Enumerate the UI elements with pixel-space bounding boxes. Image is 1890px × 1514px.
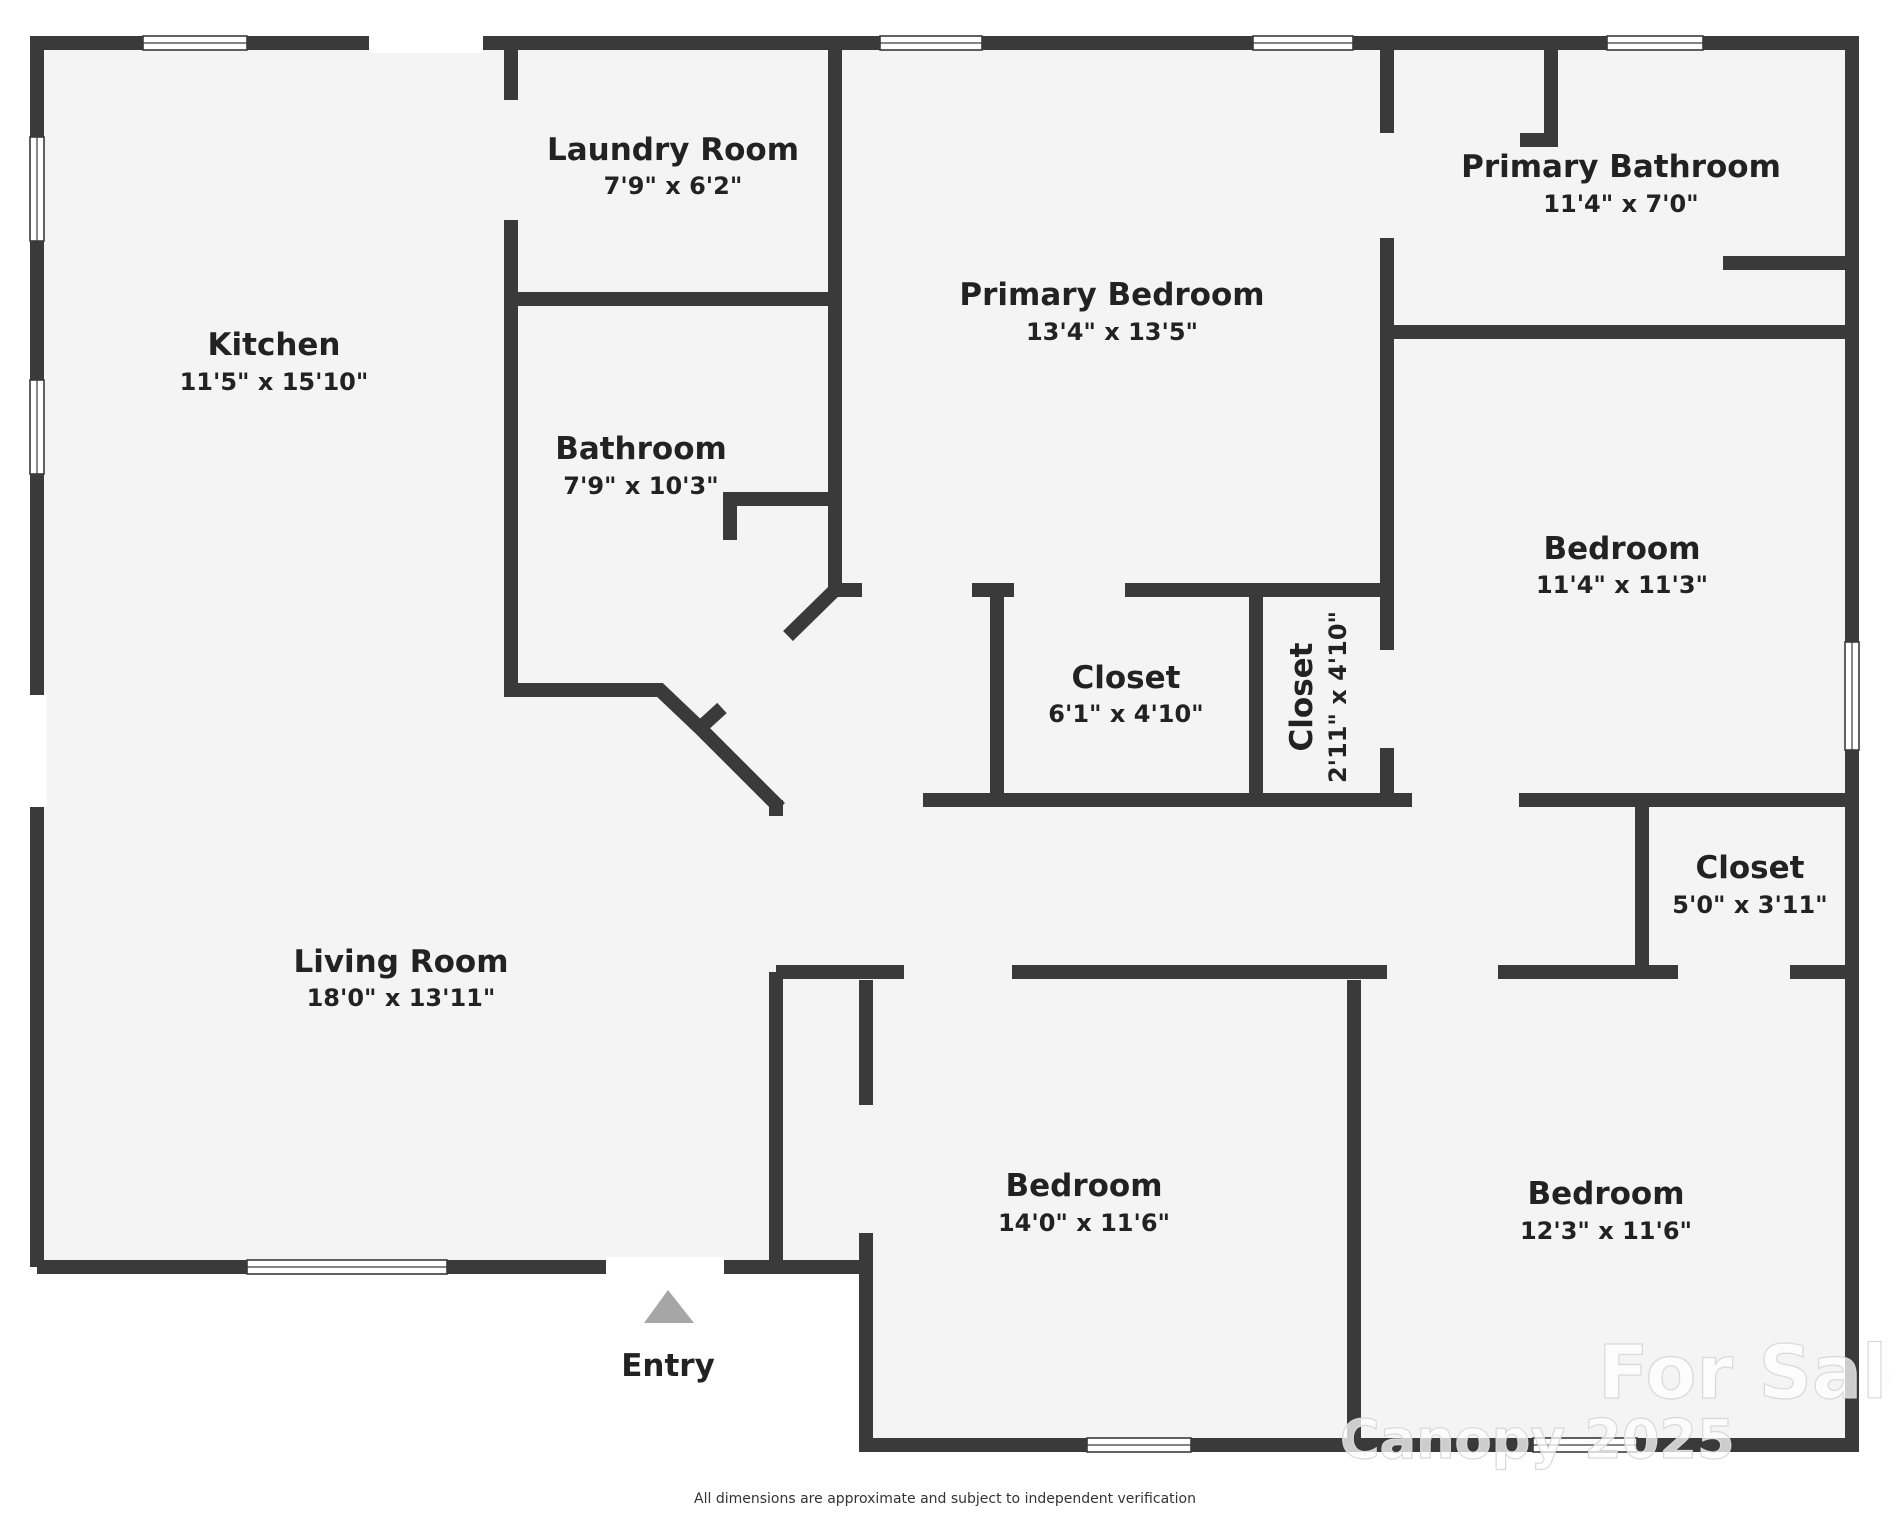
room-name: Living Room (293, 944, 508, 980)
watermark-line1: For Sale (1598, 1330, 1890, 1416)
wall-bath-door-stub (695, 702, 727, 734)
room-name: Closet (1072, 660, 1181, 696)
room-dimensions: 7'9" x 6'2" (604, 172, 743, 200)
room-name: Kitchen (207, 327, 340, 363)
room-dimensions: 2'11" x 4'10" (1324, 611, 1352, 783)
window (142, 35, 248, 51)
room-dimensions: 6'1" x 4'10" (1048, 700, 1203, 728)
window (1252, 35, 1354, 51)
window (29, 379, 45, 475)
room-laundry: Laundry Room 7'9" x 6'2" (547, 132, 799, 200)
room-dimensions: 18'0" x 13'11" (307, 984, 496, 1012)
room-bedroom-southeast: Bedroom 12'3" x 11'6" (1520, 1176, 1692, 1245)
disclaimer-text: All dimensions are approximate and subje… (694, 1491, 1196, 1507)
room-closet-east: Closet 5'0" x 3'11" (1672, 850, 1827, 919)
kitchen-top-opening (369, 33, 483, 53)
room-bedroom-south: Bedroom 14'0" x 11'6" (998, 1168, 1170, 1237)
room-bathroom: Bathroom 7'9" x 10'3" (555, 431, 727, 500)
window (879, 35, 983, 51)
room-primary-bedroom: Primary Bedroom 13'4" x 13'5" (959, 277, 1264, 346)
room-living-room: Living Room 18'0" x 13'11" (293, 944, 508, 1012)
room-closet-center: Closet 6'1" x 4'10" (1048, 660, 1203, 728)
room-primary-bathroom: Primary Bathroom 11'4" x 7'0" (1461, 149, 1781, 218)
room-name: Bathroom (555, 431, 727, 467)
window (29, 136, 45, 242)
wall-bath-vanity (723, 492, 835, 540)
windows (29, 35, 1860, 1453)
room-closet-narrow: Closet 2'11" x 4'10" (1284, 611, 1352, 783)
room-dimensions: 7'9" x 10'3" (563, 472, 718, 500)
wall-bath-door-angle (783, 584, 840, 642)
room-name: Laundry Room (547, 132, 799, 168)
kitchen-west-opening (27, 695, 47, 807)
window (1532, 1437, 1638, 1453)
room-name: Primary Bedroom (959, 277, 1264, 313)
floor-area (37, 43, 1852, 1445)
window (1844, 641, 1860, 751)
entry-arrow-icon (644, 1290, 694, 1323)
room-dimensions: 14'0" x 11'6" (998, 1209, 1170, 1237)
room-name: Bedroom (1543, 531, 1700, 567)
room-name: Closet (1696, 850, 1805, 886)
watermark-line2: Canopy 2025 (1340, 1408, 1735, 1471)
entry-door-opening (606, 1257, 724, 1277)
window (1086, 1437, 1192, 1453)
room-dimensions: 11'4" x 11'3" (1536, 571, 1708, 599)
room-dimensions: 12'3" x 11'6" (1520, 1217, 1692, 1245)
watermark: For Sale Canopy 2025 (1339, 1329, 1890, 1471)
room-dimensions: 13'4" x 13'5" (1026, 318, 1198, 346)
room-name: Bedroom (1005, 1168, 1162, 1204)
window (246, 1259, 448, 1275)
room-dimensions: 11'5" x 15'10" (180, 368, 369, 396)
room-bedroom-east: Bedroom 11'4" x 11'3" (1536, 531, 1708, 599)
wall-laundry-west (504, 220, 785, 813)
room-name: Bedroom (1527, 1176, 1684, 1212)
window (1606, 35, 1704, 51)
wall-primary-bath-stub (1520, 43, 1558, 147)
room-kitchen: Kitchen 11'5" x 15'10" (180, 327, 369, 396)
walls (30, 36, 1859, 1452)
room-dimensions: 11'4" x 7'0" (1543, 190, 1698, 218)
room-name: Closet (1284, 642, 1320, 751)
room-name: Primary Bathroom (1461, 149, 1781, 185)
room-dimensions: 5'0" x 3'11" (1672, 891, 1827, 919)
entry-label: Entry (621, 1348, 715, 1384)
